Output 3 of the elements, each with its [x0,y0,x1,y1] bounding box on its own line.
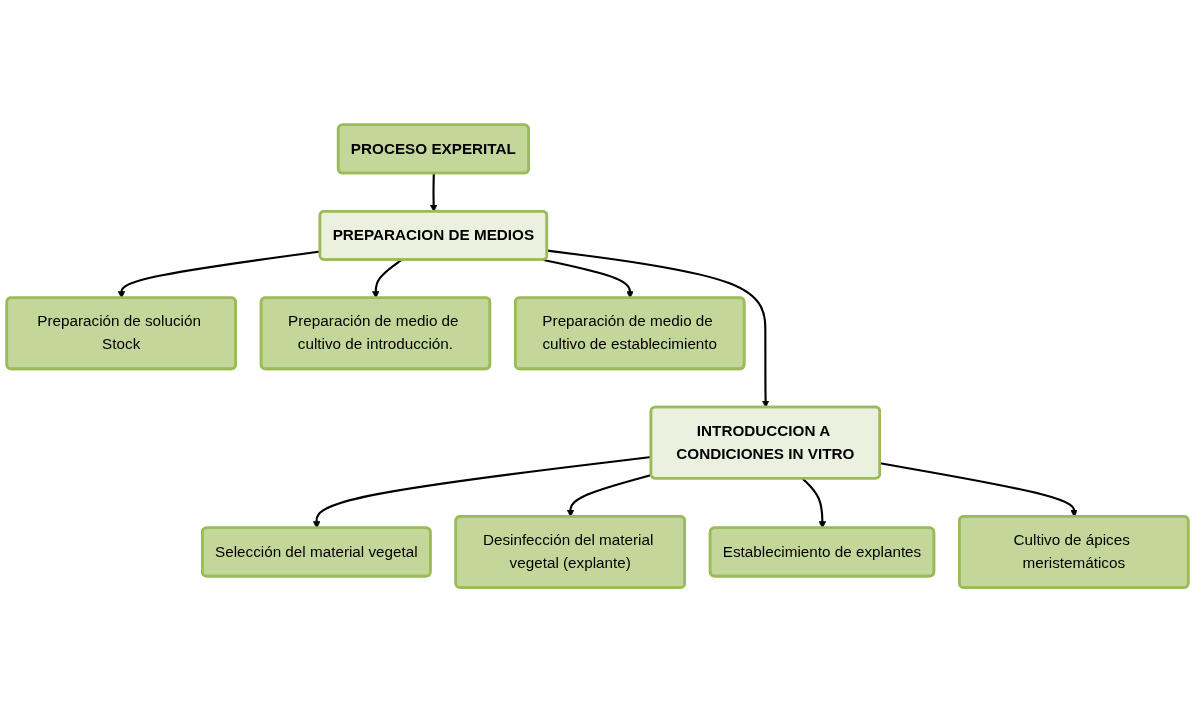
arrow [429,173,438,212]
arrow [566,473,652,517]
arrow [880,462,1078,517]
